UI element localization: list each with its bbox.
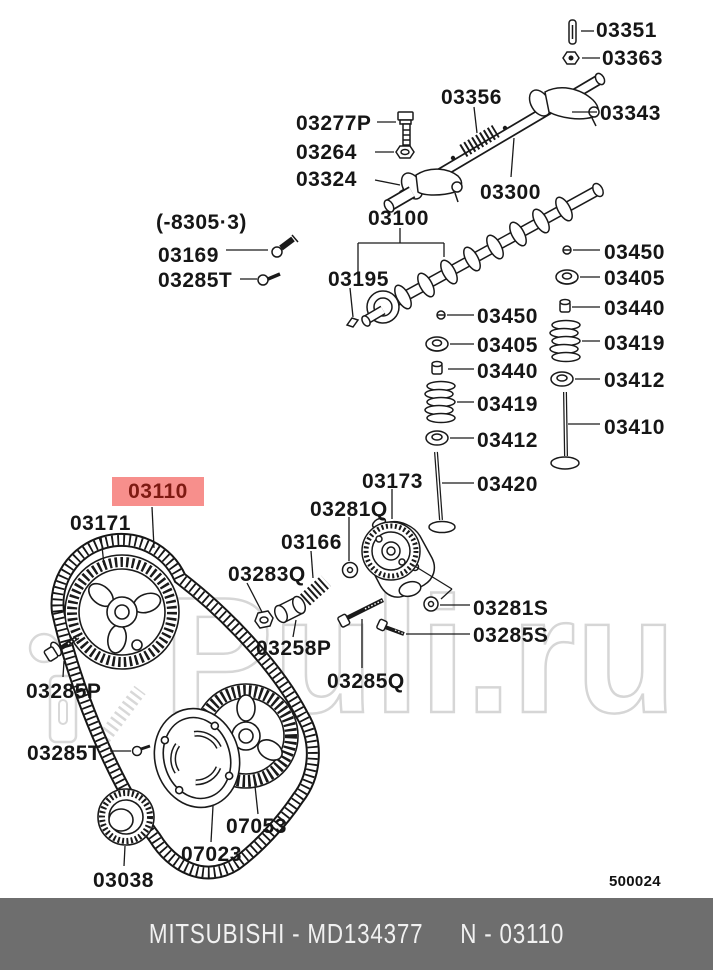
part-label-03343[interactable]: 03343: [600, 102, 661, 125]
valve-stack-middle: [424, 310, 456, 534]
rocker-arm-03324: [383, 168, 463, 213]
valve-03410-icon: [550, 391, 580, 470]
part-label-03405-right[interactable]: 03405: [604, 267, 665, 290]
part-label-07023[interactable]: 07023: [181, 843, 242, 866]
bolt-03285Q-icon: [337, 597, 385, 628]
part-label-03281S[interactable]: 03281S: [473, 597, 549, 620]
part-label-03285Q[interactable]: 03285Q: [327, 670, 405, 693]
seal-03412-icon: [425, 430, 449, 446]
nut-03283Q-icon: [254, 610, 274, 629]
part-label-03419-right[interactable]: 03419: [604, 332, 665, 355]
washer-03281S-icon: [423, 596, 439, 612]
part-label-03419-mid[interactable]: 03419: [477, 393, 538, 416]
part-label-03440-right[interactable]: 03440: [604, 297, 665, 320]
watermark-spring-icon: [98, 685, 146, 743]
part-label-03173[interactable]: 03173: [362, 470, 423, 493]
lower-left-fasteners: [43, 635, 151, 757]
tensioner-assembly: [254, 517, 439, 636]
spacer-03258P-icon: [273, 595, 307, 624]
part-label-03171[interactable]: 03171: [70, 512, 131, 535]
bolt-03285S-icon: [376, 618, 405, 636]
camshaft-key-03195: [345, 317, 360, 328]
retainer-03405-icon: [555, 269, 579, 285]
spring-03166-icon: [299, 575, 332, 606]
shaft-spring-03356: [459, 125, 500, 157]
part-label-03300[interactable]: 03300: [480, 181, 541, 204]
part-label-03166[interactable]: 03166: [281, 531, 342, 554]
part-label-03410[interactable]: 03410: [604, 416, 665, 439]
screw-03285T-lower-icon: [131, 744, 151, 757]
part-label-03277P[interactable]: 03277P: [296, 112, 372, 135]
part-label-03412-right[interactable]: 03412: [604, 369, 665, 392]
part-label-03258P[interactable]: 03258P: [256, 637, 332, 660]
part-label-03285T-upper[interactable]: 03285T: [158, 269, 233, 292]
top-small-parts: [257, 19, 580, 286]
part-label-03285P[interactable]: 03285P: [26, 680, 102, 703]
valve-03420-icon: [428, 451, 456, 534]
part-label-03281Q[interactable]: 03281Q: [310, 498, 388, 521]
part-label-03351[interactable]: 03351: [596, 19, 657, 42]
seal-03412-icon: [550, 371, 574, 387]
seat-03440-icon: [559, 298, 571, 313]
part-label-03285T-lower[interactable]: 03285T: [27, 742, 102, 765]
part-label-03324[interactable]: 03324: [296, 168, 357, 191]
leader-lines: [62, 30, 600, 867]
part-label-03420[interactable]: 03420: [477, 473, 538, 496]
part-label-03285S[interactable]: 03285S: [473, 624, 549, 647]
valve-stack-right: [549, 245, 581, 470]
sprocket-plate-drawing: [153, 707, 241, 809]
bolt-03285P-icon: [43, 635, 80, 662]
footer-bar: MITSUBISHI - MD134377 N - 03110: [0, 898, 713, 970]
part-label-03450-right[interactable]: 03450: [604, 241, 665, 264]
part-label-03195[interactable]: 03195: [328, 268, 389, 291]
retainer-03405-icon: [425, 336, 449, 352]
part-label-03110-highlighted[interactable]: 03110: [112, 477, 204, 506]
rocker-arm-03343: [528, 87, 600, 127]
rocker-shaft-assembly-drawing: [383, 72, 606, 213]
part-label-03363[interactable]: 03363: [602, 47, 663, 70]
footer-brand-part: MITSUBISHI - MD134377: [148, 918, 424, 949]
footer-ref-number: N - 03110: [460, 918, 565, 949]
part-label-07053[interactable]: 07053: [226, 815, 287, 838]
nut-03264-icon: [395, 145, 415, 159]
range-note: (-8305·3): [156, 211, 247, 234]
washer-03281Q-icon: [341, 561, 359, 579]
screw-03285T-upper-icon: [257, 272, 281, 286]
crank-sprocket-drawing: [97, 788, 155, 846]
watermark-logo-fragment: [58, 699, 68, 725]
nozzle-03169-icon: [271, 234, 299, 258]
part-label-03405-mid[interactable]: 03405: [477, 334, 538, 357]
part-label-03412-mid[interactable]: 03412: [477, 429, 538, 452]
timing-belt-drawing: [50, 532, 320, 880]
spring-03419-icon: [549, 319, 581, 363]
seat-03440-icon: [431, 360, 443, 375]
part-label-03450-mid[interactable]: 03450: [477, 305, 538, 328]
part-label-03440-mid[interactable]: 03440: [477, 360, 538, 383]
camshaft-drawing: [345, 182, 604, 328]
bolt-03277P-icon: [397, 111, 414, 153]
part-label-03038[interactable]: 03038: [93, 869, 154, 892]
part-label-03356[interactable]: 03356: [441, 86, 502, 109]
part-label-03264[interactable]: 03264: [296, 141, 357, 164]
part-label-03100[interactable]: 03100: [368, 207, 429, 230]
camshaft-sprocket-drawing: [64, 554, 180, 670]
spring-03419-icon: [424, 380, 456, 424]
part-label-03283Q[interactable]: 03283Q: [228, 563, 306, 586]
sheet-code: 500024: [609, 873, 661, 890]
part-label-03169[interactable]: 03169: [158, 244, 219, 267]
